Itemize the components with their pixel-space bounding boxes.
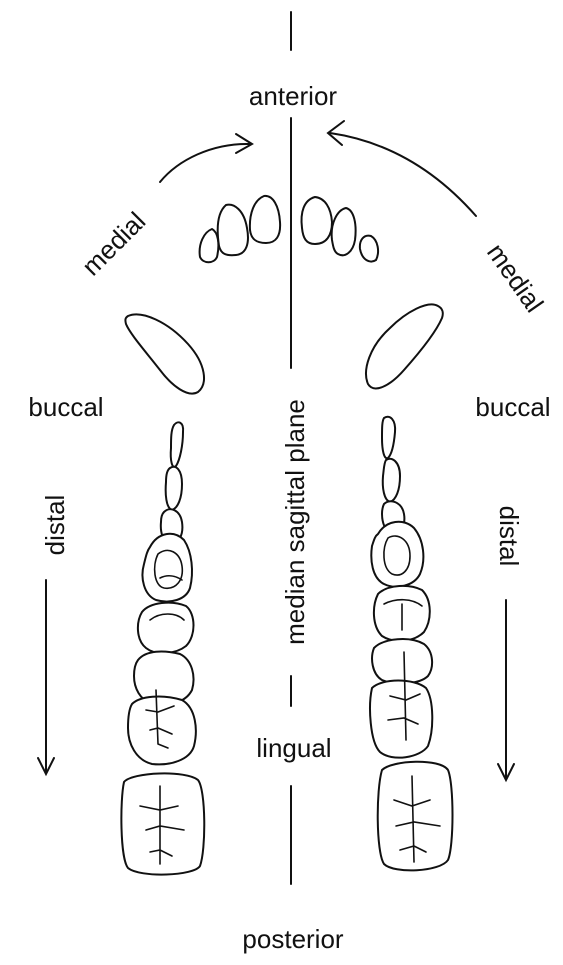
medial-left-arrow-shaft bbox=[160, 144, 250, 182]
lingual-label: lingual bbox=[256, 733, 331, 763]
medial-left-arrow bbox=[160, 134, 252, 182]
tooth-left-lateral-small bbox=[200, 229, 219, 262]
posterior-label: posterior bbox=[242, 924, 343, 954]
tooth-right-premolar-sliver-1 bbox=[382, 417, 395, 458]
medial-right-arrow bbox=[328, 121, 476, 216]
distal-left-arrow bbox=[38, 580, 54, 774]
buccal-right-label: buccal bbox=[475, 392, 550, 422]
buccal-left-label: buccal bbox=[28, 392, 103, 422]
distal-right-label: distal bbox=[494, 506, 524, 567]
anterior-label: anterior bbox=[249, 81, 337, 111]
tooth-right-canine bbox=[366, 304, 443, 388]
tooth-right-lateral-small bbox=[360, 236, 378, 262]
tooth-left-premolar-sliver-2 bbox=[166, 467, 182, 510]
distal-right-arrow bbox=[498, 600, 514, 780]
medial-left-label: medial bbox=[76, 206, 151, 281]
tooth-right-central-incisor bbox=[302, 197, 332, 244]
tooth-right-lateral-incisor bbox=[332, 208, 356, 255]
tooth-right-premolar-sliver-2 bbox=[383, 459, 400, 502]
front-teeth bbox=[200, 196, 378, 262]
distal-left-label: distal bbox=[40, 495, 70, 556]
tooth-right-second-molar bbox=[378, 762, 453, 871]
tooth-left-premolar-sliver-1 bbox=[171, 422, 183, 467]
tooth-left-central-incisor bbox=[250, 196, 280, 243]
median-plane-label: median sagittal plane bbox=[280, 399, 310, 645]
tooth-left-lateral-incisor bbox=[218, 205, 248, 256]
tooth-left-first-premolar bbox=[143, 534, 193, 602]
tooth-left-canine bbox=[125, 314, 204, 393]
tooth-right-first-premolar bbox=[371, 522, 423, 587]
tooth-right-molar-upper bbox=[372, 639, 432, 683]
tooth-left-second-premolar bbox=[138, 603, 194, 653]
left-posterior-teeth bbox=[121, 422, 204, 874]
medial-right-label: medial bbox=[481, 238, 550, 318]
medial-right-arrow-shaft bbox=[330, 133, 476, 216]
right-posterior-teeth bbox=[370, 417, 452, 871]
tooth-left-second-molar bbox=[121, 773, 204, 874]
